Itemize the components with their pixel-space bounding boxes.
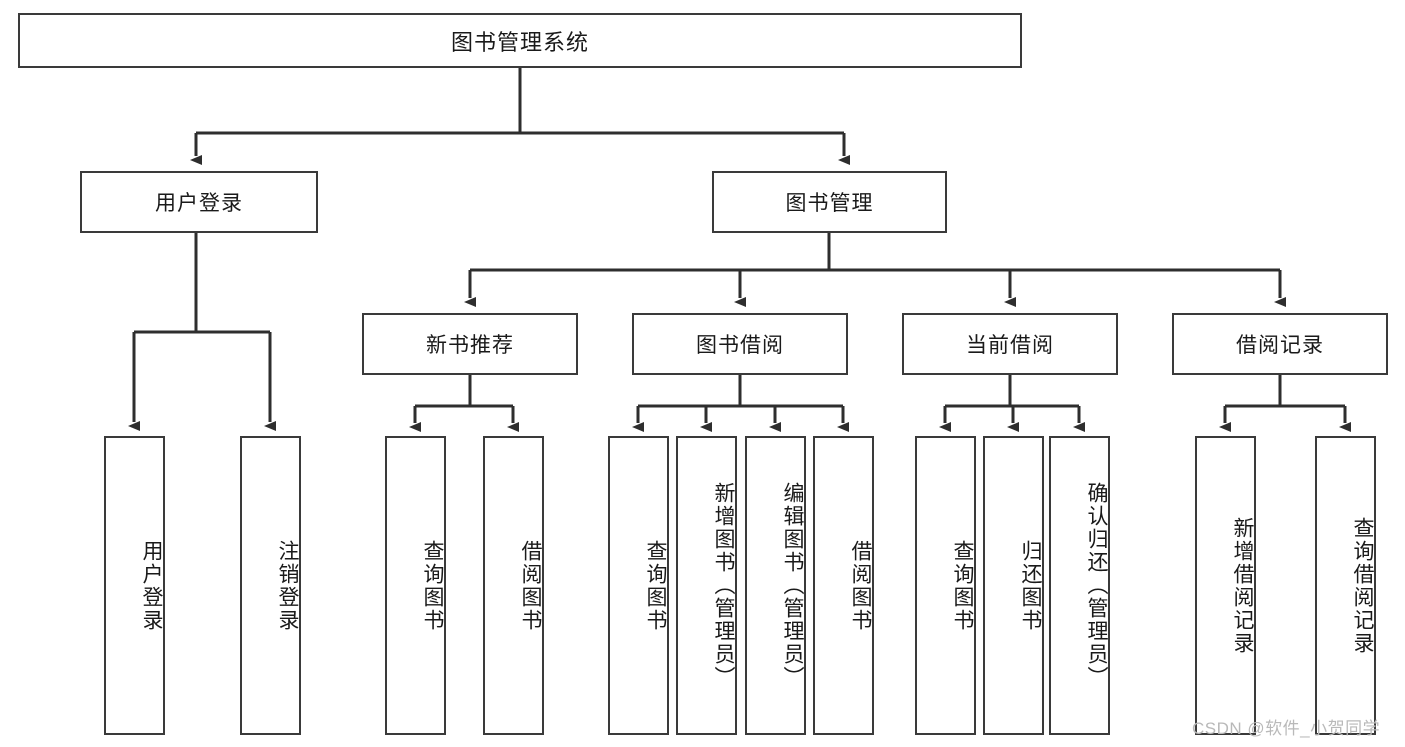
leaf-borrow-book-2[interactable]: 借阅图书	[813, 436, 874, 735]
leaf-user-login-label: 用户登录	[140, 539, 163, 632]
leaf-add-book[interactable]: 新增图书（管理员）	[676, 436, 737, 735]
leaf-query-book-2-label: 查询图书	[644, 539, 667, 632]
node-book-borrow[interactable]: 图书借阅	[632, 313, 848, 375]
node-new-book-recommend[interactable]: 新书推荐	[362, 313, 578, 375]
leaf-query-record-label: 查询借阅记录	[1351, 516, 1374, 655]
leaf-query-book-1-label: 查询图书	[421, 539, 444, 632]
node-root-label: 图书管理系统	[450, 29, 589, 55]
leaf-logout-login[interactable]: 注销登录	[240, 436, 301, 735]
leaf-add-record[interactable]: 新增借阅记录	[1195, 436, 1256, 735]
node-user-login-label: 用户登录	[155, 192, 243, 215]
leaf-query-record[interactable]: 查询借阅记录	[1315, 436, 1376, 735]
leaf-edit-book[interactable]: 编辑图书（管理员）	[745, 436, 806, 735]
node-book-borrow-label: 图书借阅	[696, 334, 784, 357]
node-new-book-recommend-label: 新书推荐	[426, 334, 514, 357]
watermark-text: CSDN @软件_小贺同学	[1192, 719, 1381, 738]
leaf-borrow-book-1-label: 借阅图书	[519, 539, 542, 632]
leaf-confirm-return[interactable]: 确认归还（管理员）	[1049, 436, 1110, 735]
leaf-query-book-3[interactable]: 查询图书	[915, 436, 976, 735]
leaf-query-book-2[interactable]: 查询图书	[608, 436, 669, 735]
leaf-borrow-book-2-label: 借阅图书	[849, 539, 872, 632]
node-root[interactable]: 图书管理系统	[18, 13, 1022, 68]
node-borrow-record[interactable]: 借阅记录	[1172, 313, 1388, 375]
leaf-return-book[interactable]: 归还图书	[983, 436, 1044, 735]
leaf-query-book-1[interactable]: 查询图书	[385, 436, 446, 735]
node-current-borrow[interactable]: 当前借阅	[902, 313, 1118, 375]
leaf-add-book-label: 新增图书（管理员）	[712, 482, 735, 689]
leaf-add-record-label: 新增借阅记录	[1231, 516, 1254, 655]
leaf-borrow-book-1[interactable]: 借阅图书	[483, 436, 544, 735]
node-book-manage-label: 图书管理	[785, 192, 874, 215]
node-borrow-record-label: 借阅记录	[1236, 334, 1324, 357]
leaf-user-login[interactable]: 用户登录	[104, 436, 165, 735]
leaf-query-book-3-label: 查询图书	[951, 539, 974, 632]
node-user-login[interactable]: 用户登录	[80, 171, 318, 233]
leaf-logout-login-label: 注销登录	[276, 539, 299, 632]
leaf-edit-book-label: 编辑图书（管理员）	[781, 482, 804, 689]
node-current-borrow-label: 当前借阅	[966, 334, 1054, 357]
node-book-manage[interactable]: 图书管理	[712, 171, 947, 233]
leaf-return-book-label: 归还图书	[1019, 539, 1042, 632]
leaf-confirm-return-label: 确认归还（管理员）	[1085, 482, 1108, 689]
